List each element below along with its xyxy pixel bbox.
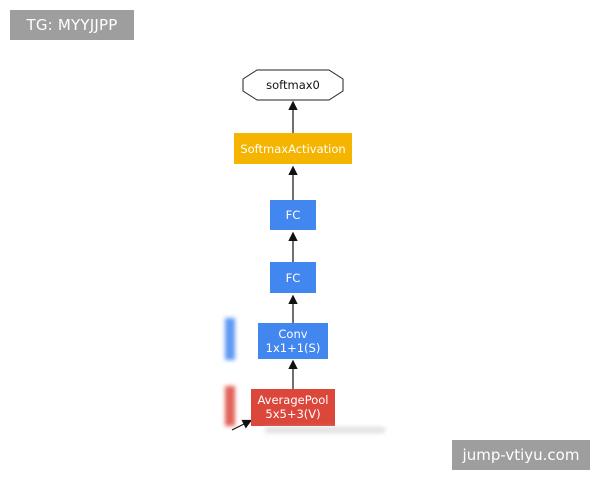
watermark-label: jump-vtiyu.com xyxy=(452,440,590,470)
node-fc-bottom-shape xyxy=(270,262,316,293)
node-softmax0-shape xyxy=(242,69,344,101)
node-softmax0-label: softmax0 xyxy=(266,78,320,92)
node-average-pool-label-line2: 5x5+3(V) xyxy=(265,407,320,421)
node-average-pool: AveragePool 5x5+3(V) xyxy=(251,389,335,426)
node-softmax-activation: SoftmaxActivation xyxy=(234,133,352,164)
node-conv: Conv 1x1+1(S) xyxy=(258,323,328,359)
node-softmax-activation-label: SoftmaxActivation xyxy=(240,142,345,156)
blurred-neighbor-fragments xyxy=(225,318,385,433)
node-fc-bottom: FC xyxy=(270,262,316,293)
node-softmax0: softmax0 xyxy=(242,69,344,101)
node-fc-top-shape xyxy=(270,200,316,230)
tag-label: TG: MYYJJPP xyxy=(10,10,134,40)
node-conv-label-line1: Conv xyxy=(278,327,307,341)
edges xyxy=(231,100,298,431)
node-average-pool-shape xyxy=(251,389,335,426)
edge-input-to-pool xyxy=(231,419,253,431)
blurred-red-fragment xyxy=(225,386,235,426)
node-fc-top-label: FC xyxy=(286,208,301,222)
node-fc-bottom-label: FC xyxy=(286,271,301,285)
node-average-pool-label-line1: AveragePool xyxy=(257,393,328,407)
blurred-blue-fragment xyxy=(225,318,235,360)
node-conv-label-line2: 1x1+1(S) xyxy=(266,341,321,355)
node-fc-top: FC xyxy=(270,200,316,230)
node-conv-shape xyxy=(258,323,328,359)
node-softmax-activation-shape xyxy=(234,133,352,164)
blurred-caption-fragment xyxy=(265,427,385,433)
